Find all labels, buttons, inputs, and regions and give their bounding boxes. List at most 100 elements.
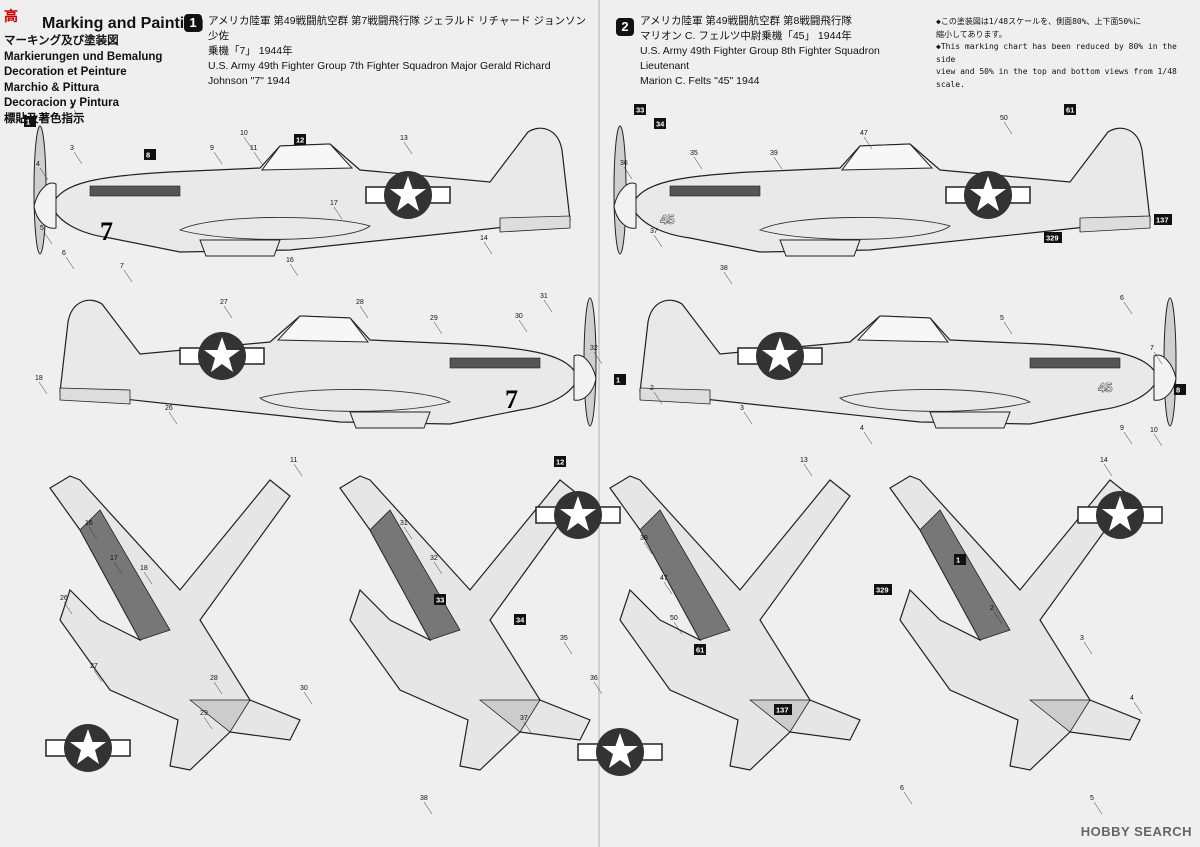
callout-number: 33 [636,106,644,115]
roundel-top-2 [577,727,663,777]
callout-number: 30 [515,313,523,320]
callout-marker: 137 [774,704,792,715]
scheme-1-en: U.S. Army 49th Fighter Group 7th Fighter… [208,60,551,87]
callout-marker: 4 [36,161,49,181]
callout-number: 61 [1066,106,1074,115]
callout-number: 329 [1046,234,1059,243]
callout-number: 27 [220,299,228,306]
leader-line [1123,301,1133,315]
leader-line [1153,351,1163,365]
callout-marker: 39 [640,535,653,555]
callout-marker: 6 [900,785,913,805]
callout-number: 61 [696,646,704,655]
callout-number: 10 [1150,427,1158,434]
leader-line [523,721,533,735]
callout-number: 10 [240,130,248,137]
leader-line [643,541,653,555]
callout-marker: 13 [400,135,413,155]
callout-number: 36 [620,160,628,167]
page-title: Marking and Painting [42,15,204,32]
callout-marker: 11 [290,457,303,477]
leader-line [203,716,213,730]
leader-line [433,321,443,335]
callout-marker: 47 [860,130,873,150]
callout-marker: 1 [954,554,966,565]
leader-line [743,411,753,425]
callout-marker: 12 [554,456,566,467]
scheme-1-jp-2: 乗機「7」 1944年 [208,45,293,57]
callout-marker: 3 [740,405,753,425]
callout-number: 3 [740,405,744,412]
leader-line [243,136,253,150]
callout-marker: 7 [1150,345,1163,365]
callout-number: 29 [430,315,438,322]
scheme-2-jp-1: アメリカ陸軍 第49戦闘航空群 第8戦闘飛行隊 [640,15,852,27]
scale-note-jp-2: 縮小してあります。 [936,29,1007,39]
callout-marker: 14 [1100,457,1113,477]
leader-line [593,351,603,365]
callout-marker: 3 [70,145,83,165]
callout-marker: 10 [1150,427,1163,447]
callout-number: 8 [1176,386,1180,395]
scheme-1-number: 1 [184,14,202,32]
leader-line [673,621,683,635]
callout-number: 3 [1080,635,1084,642]
callout-marker: 13 [800,457,813,477]
callout-marker: 30 [300,685,313,705]
callout-number: 6 [62,250,66,257]
callout-number: 36 [590,675,598,682]
callout-marker: 3 [1080,635,1093,655]
leader-line [653,391,663,405]
callout-marker: 6 [1120,295,1133,315]
leader-line [213,151,223,165]
scheme-2-jp-2: マリオン C. フェルツ中尉乗機「45」 1944年 [640,30,852,42]
lang-de: Markierungen und Bemalung [4,50,163,63]
callout-marker: 14 [480,235,493,255]
callout-marker: 47 [660,575,673,595]
callout-marker: 50 [670,615,683,635]
lang-es: Decoracion y Pintura [4,97,120,109]
leader-line [863,136,873,150]
callout-number: 37 [520,715,528,722]
callout-marker: 38 [420,795,433,815]
aircraft-code-1b: 7 [505,385,518,414]
leader-line [73,109,83,123]
callout-marker: 4 [860,425,873,445]
callout-number: 47 [860,130,868,137]
callout-marker: 31 [400,520,413,540]
callout-number: 6 [1120,295,1124,302]
callout-number: 11 [290,457,297,464]
callout-number: 34 [656,120,665,129]
callout-number: 7 [1150,345,1154,352]
watermark: HOBBY SEARCH [1080,824,1192,839]
leader-line [1003,121,1013,135]
leader-line [39,167,49,181]
callout-marker: 8 [144,149,156,160]
leader-line [563,641,573,655]
callout-number: 39 [770,150,778,157]
callout-number: 1 [956,556,960,565]
callout-number: 37 [650,228,658,235]
site-logo: 高 [4,8,18,24]
callout-marker: 9 [1120,425,1133,445]
scale-note: ◆この塗装図は1/48スケールを、側面80%、上下面50%に 縮小してあります。… [936,16,1198,91]
lang-jp: マーキング及び塗装図 [4,35,119,47]
callout-marker: 1 [24,116,36,127]
callout-number: 26 [60,595,68,602]
callout-number: 39 [640,535,648,542]
callout-marker: 34 [514,614,526,625]
callout-marker: 34 [654,118,666,129]
lang-it: Marchio & Pittura [4,81,100,94]
leader-line [1003,321,1013,335]
callout-marker: 329 [874,584,892,595]
callout-number: 26 [165,405,173,412]
callout-marker: 17 [330,200,343,220]
leader-line [653,234,663,248]
callout-marker: 50 [1000,115,1013,135]
scheme-2-en-1: U.S. Army 49th Fighter Group 8th Fighter… [640,45,880,72]
leader-line [773,156,783,170]
callout-number: 1 [616,376,620,385]
callout-number: 4 [860,425,864,432]
leader-line [993,611,1003,625]
